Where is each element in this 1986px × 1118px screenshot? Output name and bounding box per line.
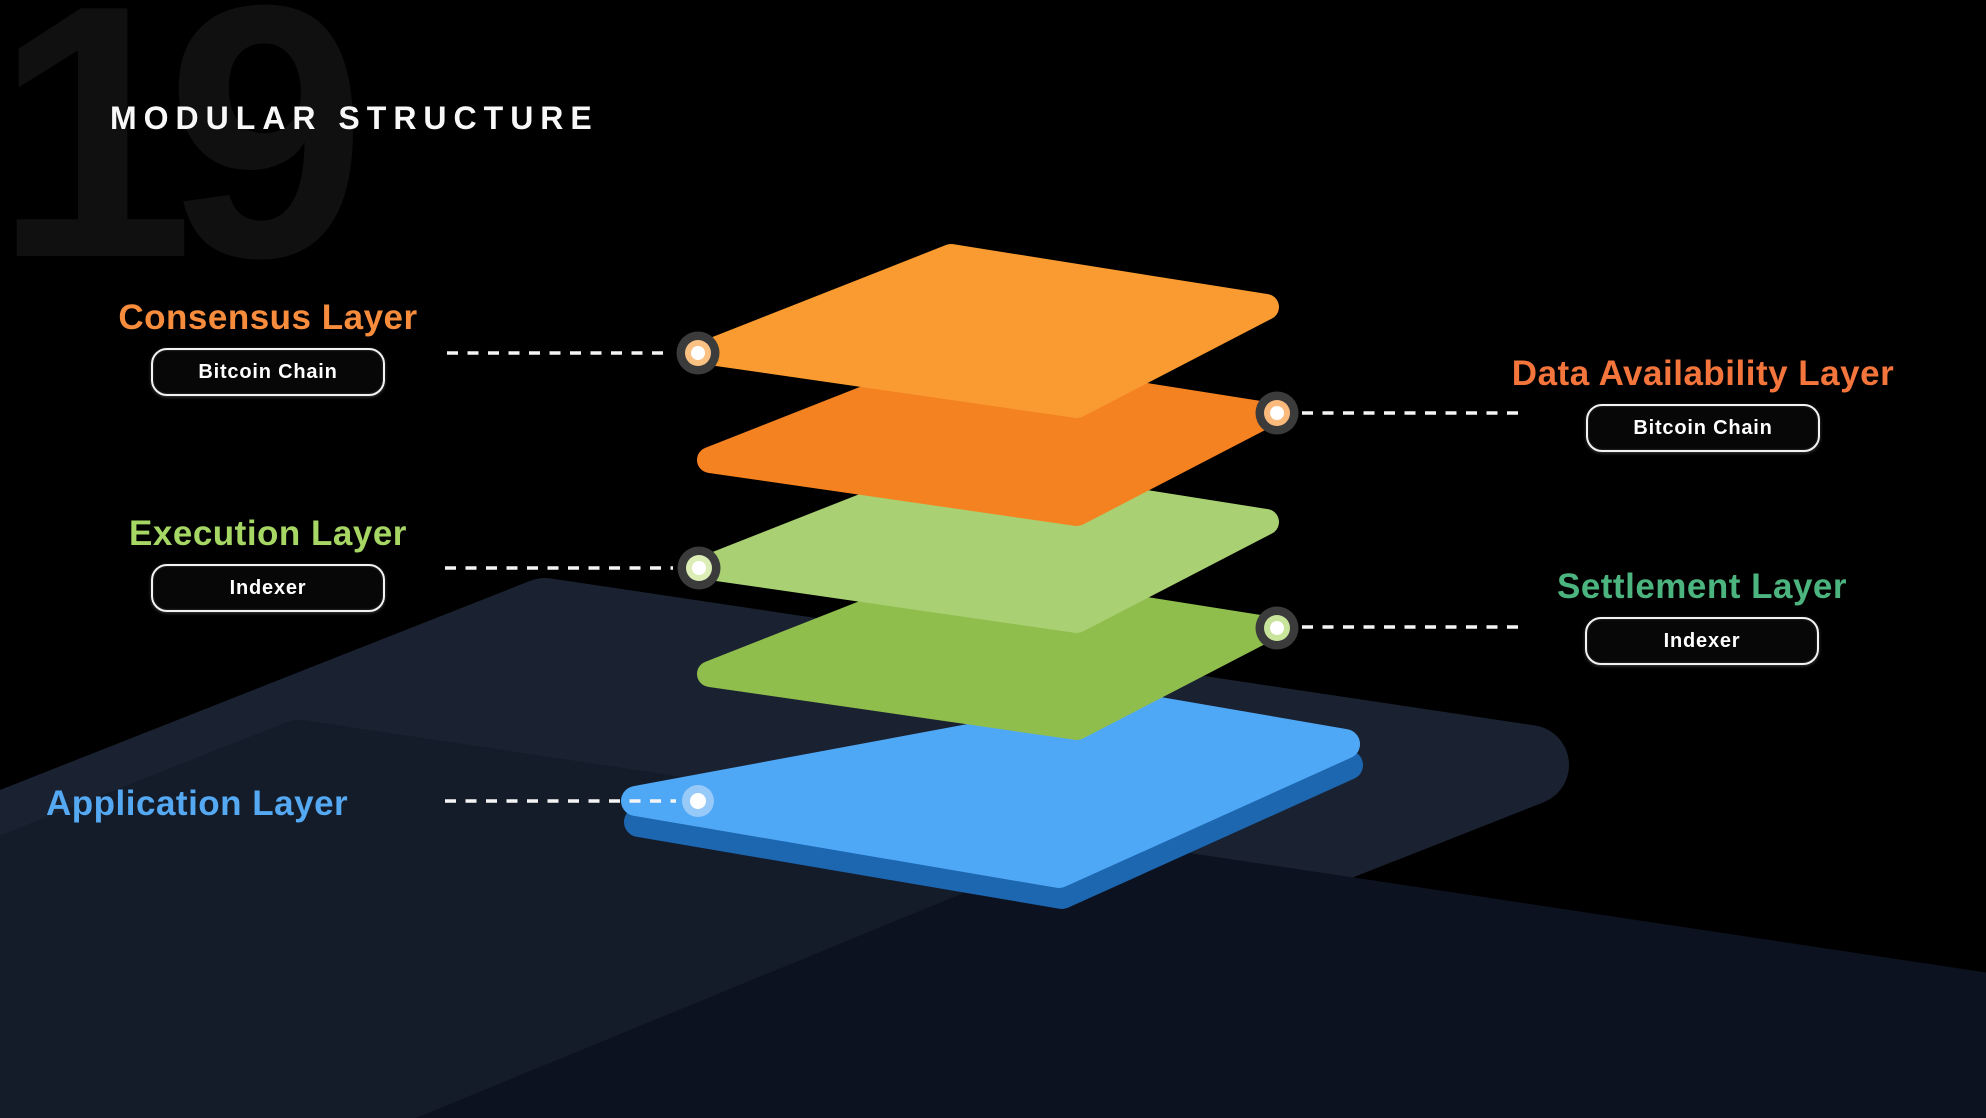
connector-dot-consensus bbox=[676, 331, 720, 375]
connector-dot-settlement bbox=[1255, 606, 1299, 650]
callout-title-application: Application Layer bbox=[46, 784, 349, 823]
callout-application: Application Layer bbox=[46, 782, 446, 826]
callout-data-availability: Data Availability Layer Bitcoin Chain bbox=[1478, 352, 1928, 452]
connector-dot-execution bbox=[677, 546, 721, 590]
badge-data-availability: Bitcoin Chain bbox=[1586, 404, 1820, 452]
callout-title-execution: Execution Layer bbox=[129, 514, 407, 553]
callout-title-data-availability: Data Availability Layer bbox=[1511, 354, 1895, 393]
connector-dot-application bbox=[682, 785, 714, 817]
callout-title-consensus: Consensus Layer bbox=[118, 298, 418, 337]
dot-core bbox=[691, 346, 705, 360]
connector-dot-data-availability bbox=[1255, 391, 1299, 435]
badge-execution: Indexer bbox=[151, 564, 385, 612]
dot-core bbox=[1270, 406, 1284, 420]
callout-consensus: Consensus Layer Bitcoin Chain bbox=[105, 296, 431, 396]
page-title: MODULAR STRUCTURE bbox=[110, 100, 599, 136]
dot-core bbox=[690, 793, 706, 809]
callout-execution: Execution Layer Indexer bbox=[105, 512, 431, 612]
dot-core bbox=[692, 561, 706, 575]
connector-lines bbox=[445, 351, 1527, 803]
platform-front bbox=[415, 840, 1986, 1118]
consensus-layer-sheet bbox=[710, 257, 1266, 405]
badge-consensus: Bitcoin Chain bbox=[151, 348, 385, 396]
callout-title-settlement: Settlement Layer bbox=[1556, 567, 1848, 606]
badge-settlement: Indexer bbox=[1585, 617, 1819, 665]
dot-core bbox=[1270, 621, 1284, 635]
layer-stack bbox=[636, 257, 1348, 894]
slide-number: 19 bbox=[0, 0, 366, 333]
connector-dots bbox=[676, 331, 1299, 817]
callout-settlement: Settlement Layer Indexer bbox=[1528, 565, 1876, 665]
